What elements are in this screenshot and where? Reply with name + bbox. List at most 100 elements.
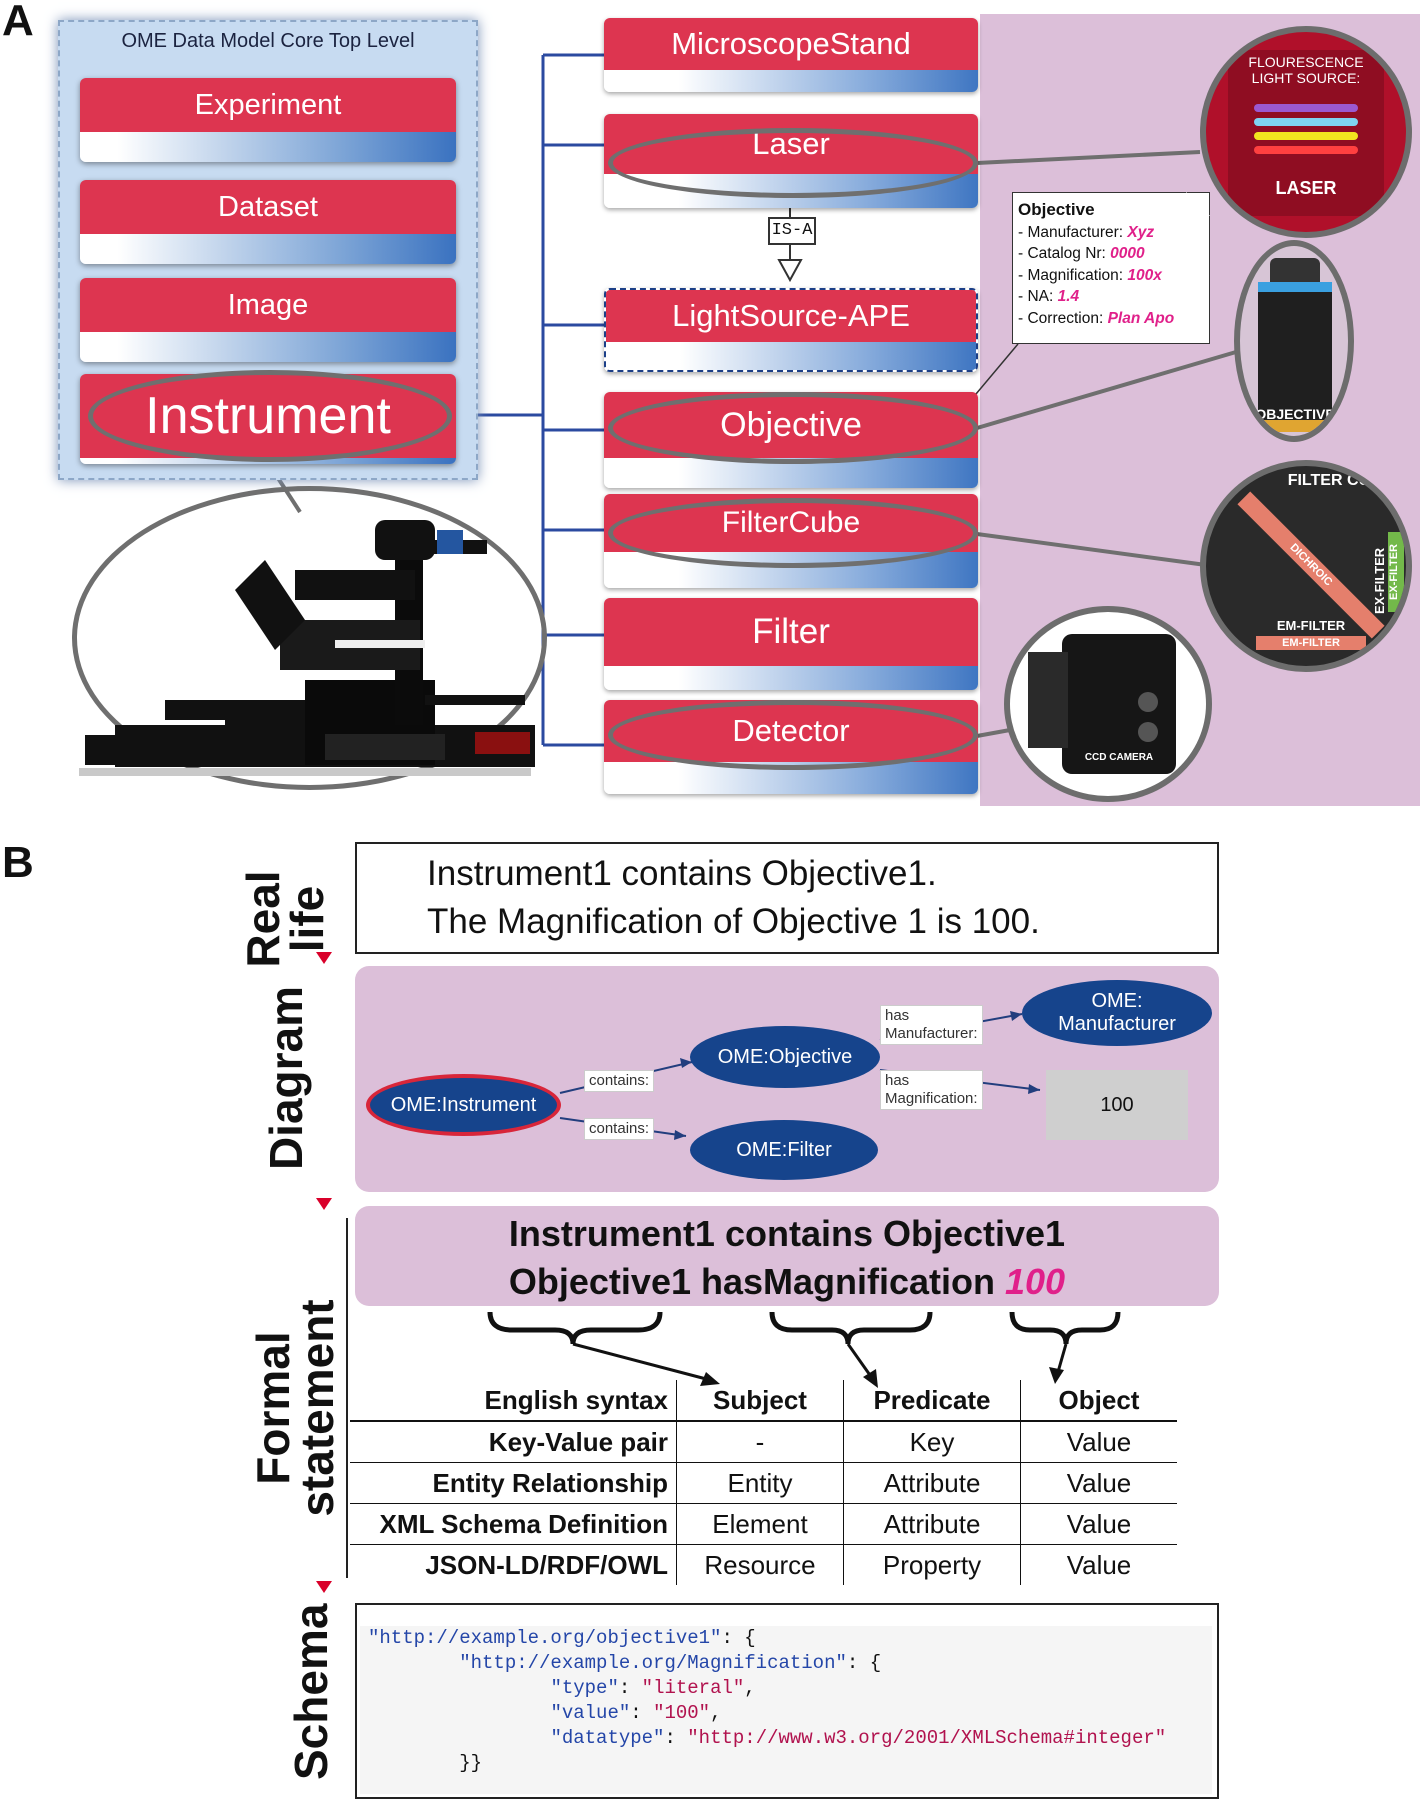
objective-ring (1258, 282, 1332, 292)
core-item-dataset: Dataset (80, 180, 456, 264)
edge-label-has-magnification: has Magnification: (880, 1070, 983, 1110)
microscope-oval (72, 486, 547, 790)
note-line: - Catalog Nr: 0000 (1018, 245, 1145, 262)
laser-beam-violet (1254, 104, 1358, 112)
filter-cube-title: FILTER CUBE (1287, 472, 1393, 489)
node-manufacturer-line-2: Manufacturer (1058, 1013, 1176, 1035)
table-row: JSON-LD/RDF/OWL Resource Property Value (350, 1544, 1177, 1585)
detector-highlight-oval (608, 700, 978, 770)
formal-line-2-value: 100 (1005, 1261, 1066, 1302)
core-title: OME Data Model Core Top Level (121, 30, 415, 52)
ccd-camera-circle: CCD CAMERA (1004, 606, 1212, 802)
red-arrow-3 (316, 1581, 332, 1593)
core-item-image: Image (80, 278, 456, 362)
note-line: - Magnification: 100x (1018, 266, 1162, 284)
objective-body (1258, 292, 1332, 420)
laser-highlight-oval (608, 128, 978, 198)
schema-box (355, 1603, 1219, 1799)
code-key: "http://example.org/objective1" (368, 1627, 722, 1649)
laser-bottom-label: LASER (1275, 178, 1337, 198)
em-filter-label: EM-FILTER (1276, 618, 1346, 633)
real-life-line-1: Instrument1 contains Objective1. (427, 854, 937, 893)
code-key: "value" (550, 1702, 631, 1724)
table-cell: Attribute (843, 1462, 1021, 1504)
edge-label-line: has (885, 1007, 910, 1024)
node-ome-filter: OME:Filter (690, 1120, 878, 1180)
laser-top-label: FLOURESCENCE LIGHT SOURCE: (1248, 54, 1364, 86)
formal-statement-box: Instrument1 contains Objective1 Objectiv… (355, 1206, 1219, 1306)
edge-label-line: Magnification: (885, 1090, 978, 1107)
filtercube-highlight-oval (608, 498, 978, 568)
table-row: XML Schema Definition Element Attribute … (350, 1503, 1177, 1545)
table-cell: Value (1020, 1503, 1177, 1545)
note-line: - Correction: Plan Apo (1018, 309, 1175, 327)
box-filter: Filter (604, 598, 978, 690)
syntax-table: English syntax Subject Predicate Object … (350, 1380, 1177, 1585)
table-cell: Key (843, 1421, 1021, 1463)
microscope-icon (79, 520, 535, 776)
code-key: "http://example.org/Magnification" (459, 1652, 847, 1674)
red-arrow-2 (316, 1198, 332, 1210)
laser-beam-yellow (1254, 132, 1358, 140)
table-cell: Property (843, 1544, 1021, 1585)
table-cell: Attribute (843, 1503, 1021, 1545)
gradient-bar (80, 332, 456, 362)
panel-a-letter: A (2, 0, 34, 45)
formal-line-2: Objective1 hasMagnification 100 (355, 1258, 1219, 1306)
table-cell: Entity Relationship (432, 1467, 668, 1498)
table-cell: Element (676, 1503, 844, 1545)
laser-circle: FLOURESCENCE LIGHT SOURCE: LASER (1200, 26, 1412, 238)
edge-label-line: has (885, 1072, 910, 1089)
core-item-label: Experiment (80, 78, 456, 132)
objective-circle-label: OBJECTIVE (1255, 406, 1335, 422)
formal-line-2-prefix: Objective1 hasMagnification (508, 1261, 1006, 1302)
table-row: Entity Relationship Entity Attribute Val… (350, 1462, 1177, 1504)
node-ome-manufacturer: OME: Manufacturer (1022, 980, 1212, 1046)
table-cell: Resource (676, 1544, 844, 1585)
table-cell: JSON-LD/RDF/OWL (425, 1549, 668, 1580)
gradient-bar (80, 132, 456, 162)
camera-port-bottom (1138, 722, 1158, 742)
laser-beam-red (1254, 146, 1358, 154)
camera-port-top (1138, 692, 1158, 712)
schema-code: "http://example.org/objective1": { "http… (360, 1626, 1212, 1794)
table-header-cell: Subject (676, 1380, 844, 1421)
node-value-100: 100 (1046, 1070, 1188, 1140)
note-line: - NA: 1.4 (1018, 288, 1080, 305)
table-header-cell: Predicate (843, 1380, 1021, 1421)
laser-beam-blue (1254, 118, 1358, 126)
camera-lens-mount (1028, 652, 1068, 748)
box-lightsource-ape: LightSource-APE (604, 288, 978, 372)
edge-label-has-manufacturer: has Manufacturer: (880, 1005, 983, 1045)
table-header-cell: English syntax (484, 1384, 669, 1415)
code-value: "http://www.w3.org/2001/XMLSchema#intege… (687, 1727, 1167, 1749)
camera-circle-label: CCD CAMERA (1084, 752, 1154, 763)
box-microscopestand: MicroscopeStand (604, 18, 978, 92)
table-cell: Value (1020, 1421, 1177, 1463)
gradient-bar (604, 666, 978, 690)
table-cell: Key-Value pair (488, 1426, 668, 1457)
note-title: Objective (1018, 200, 1095, 219)
gradient-bar (80, 234, 456, 264)
table-cell: Entity (676, 1462, 844, 1504)
real-life-line-2: The Magnification of Objective 1 is 100. (427, 902, 1040, 941)
box-label: Filter (604, 598, 978, 666)
core-item-experiment: Experiment (80, 78, 456, 162)
instrument-highlight-oval (88, 370, 452, 462)
edge-label-line: Manufacturer: (885, 1025, 978, 1042)
table-cell: - (676, 1421, 844, 1463)
table-header-row: English syntax Subject Predicate Object (350, 1380, 1177, 1421)
node-ome-instrument: OME:Instrument (366, 1074, 561, 1136)
note-fold (1186, 192, 1210, 216)
table-cell: XML Schema Definition (379, 1508, 668, 1539)
formal-bracket-line (346, 1218, 348, 1578)
filter-cube-circle: FILTER CUBE DICHROIC EX-FILTER EX-FILTER… (1200, 460, 1412, 672)
brace-arrows (487, 1311, 1121, 1388)
formal-line-1: Instrument1 contains Objective1 (508, 1213, 1066, 1254)
core-item-label: Image (80, 278, 456, 332)
node-ome-objective: OME:Objective (690, 1026, 880, 1088)
code-value: "literal" (641, 1677, 745, 1699)
objective-note: Objective - Manufacturer: Xyz - Catalog … (1012, 192, 1210, 344)
edge-label-contains-objective: contains: (584, 1070, 655, 1092)
objective-base (1258, 420, 1332, 432)
